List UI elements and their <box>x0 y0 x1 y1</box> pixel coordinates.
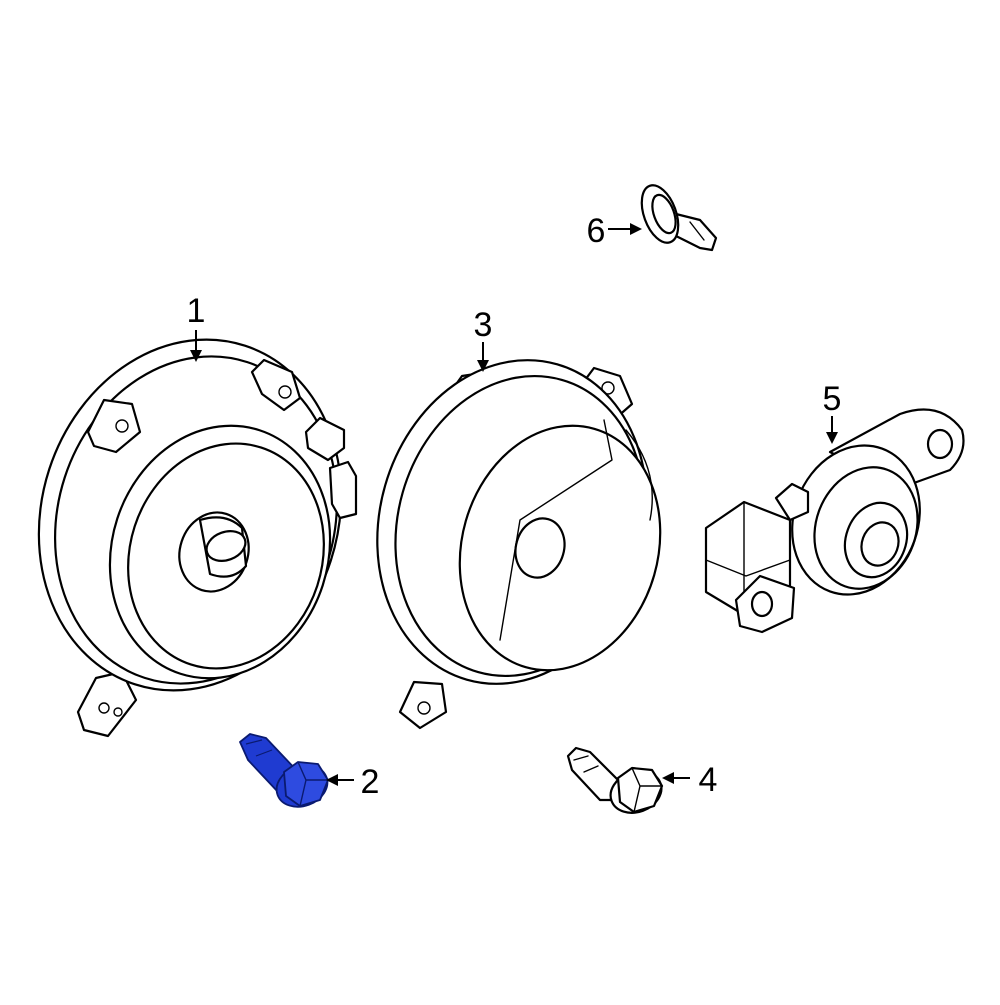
callout-5-label: 5 <box>823 380 842 418</box>
part-5-tweeter[interactable] <box>704 408 965 634</box>
callout-1-label: 1 <box>187 292 206 330</box>
part-4-bolt[interactable] <box>566 746 667 820</box>
callout-2-label: 2 <box>361 763 380 801</box>
part-2-bolt-highlighted[interactable] <box>239 733 333 814</box>
callout-6-label: 6 <box>587 212 606 250</box>
part-6-push-pin[interactable] <box>635 180 718 252</box>
part-1-speaker[interactable] <box>0 300 386 738</box>
callout-3-label: 3 <box>474 306 493 344</box>
part-3-speaker[interactable] <box>340 328 688 730</box>
callout-4-label: 4 <box>699 761 718 799</box>
